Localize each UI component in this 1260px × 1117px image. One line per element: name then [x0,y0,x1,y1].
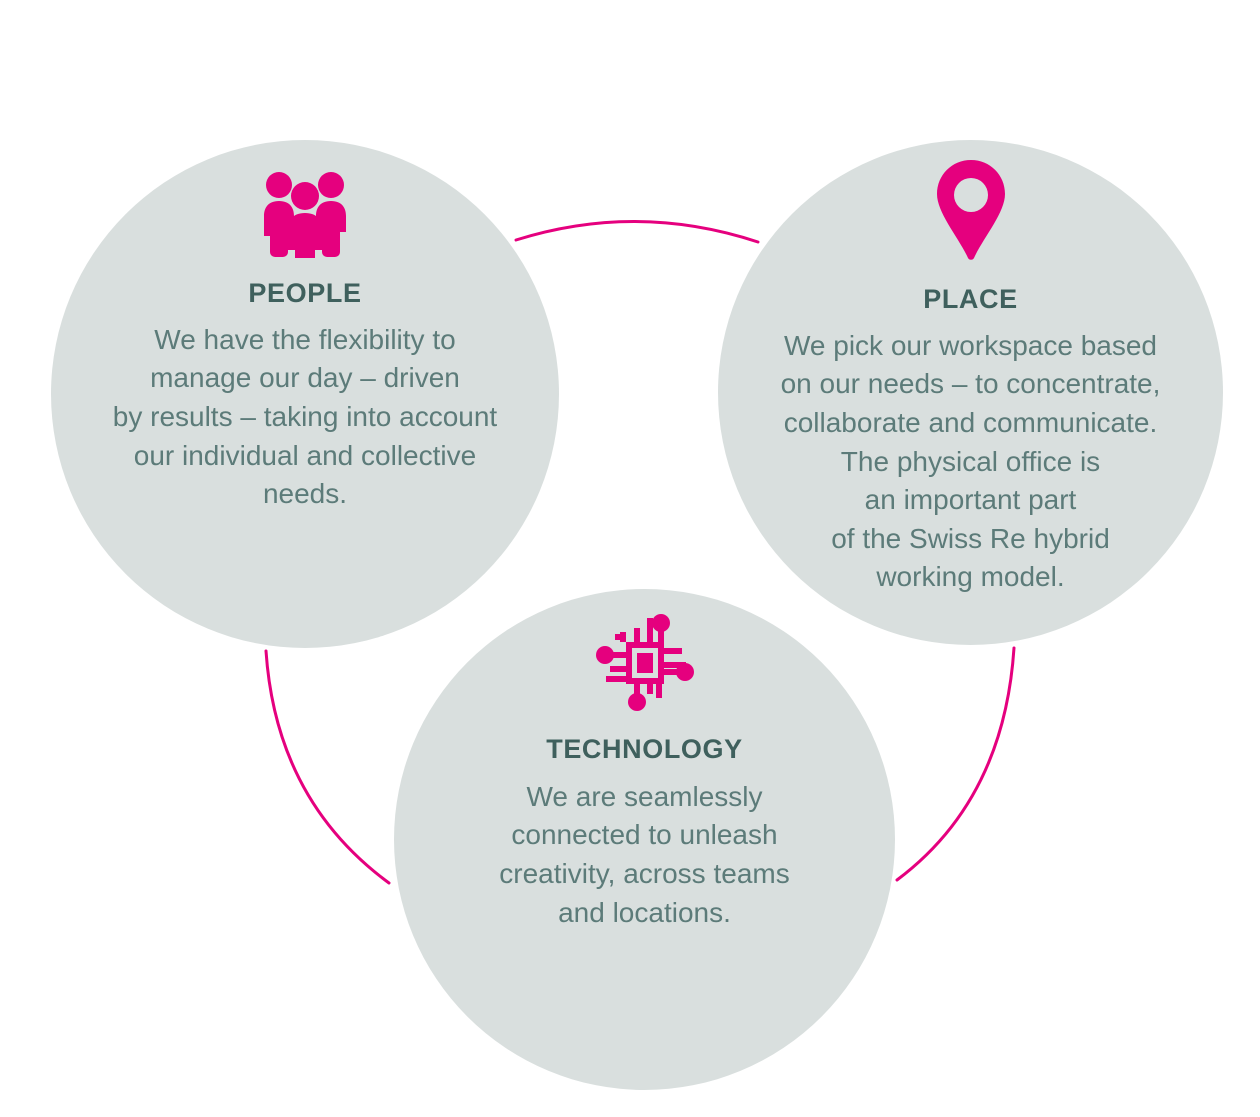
circle-node-people: PEOPLE We have the flexibility to manage… [51,140,559,648]
circle-node-place: PLACE We pick our workspace based on our… [718,140,1223,645]
connector-place-to-technology [895,646,1016,882]
node-body-people: We have the flexibility to manage our da… [112,323,498,510]
circle-node-technology: TECHNOLOGY We are seamlessly connected t… [394,589,895,1090]
microchip-icon [590,614,700,717]
node-body-place: We pick our workspace based on our needs… [780,329,1161,593]
connector-people-to-place [514,220,760,244]
node-title-people: PEOPLE [248,278,362,308]
connector-people-to-technology [264,649,391,885]
map-pin-icon [933,158,1009,267]
node-title-place: PLACE [923,284,1018,314]
node-body-technology: We are seamlessly connected to unleash c… [499,780,790,928]
people-group-icon [255,168,355,274]
node-title-technology: TECHNOLOGY [546,734,743,764]
